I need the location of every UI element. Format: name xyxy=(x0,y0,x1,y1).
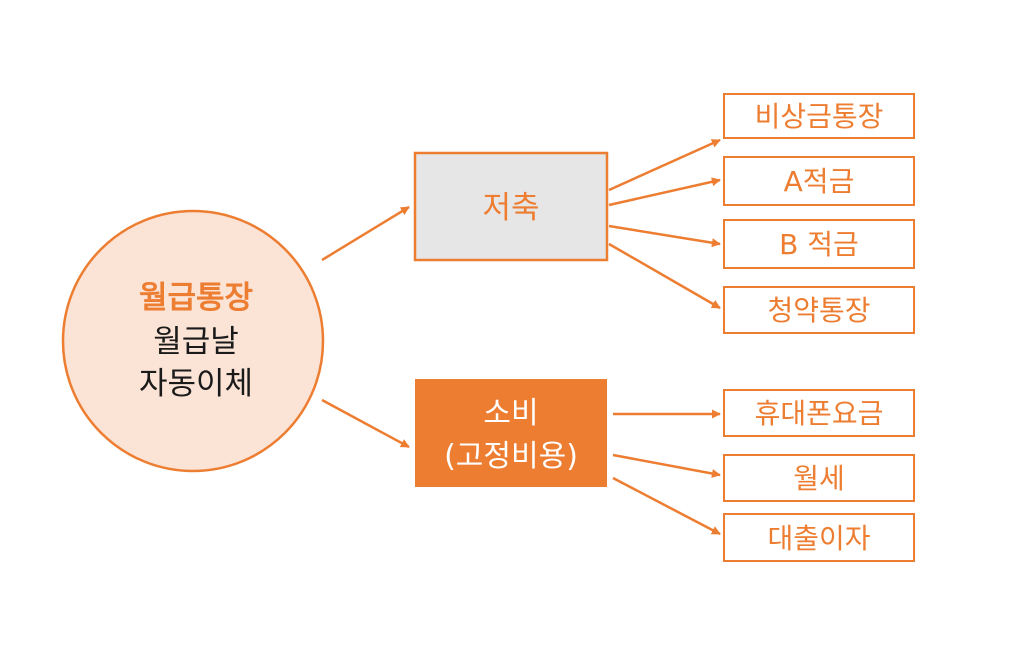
spending-item-label: 월세 xyxy=(793,462,845,495)
savings-item-label: B 적금 xyxy=(779,228,859,261)
salary-account-circle xyxy=(61,209,325,473)
savings-item-box xyxy=(723,219,915,269)
auto-transfer-label: 자동이체 xyxy=(139,366,253,402)
spending-item-box xyxy=(723,454,915,502)
savings-box xyxy=(413,151,609,262)
arrow-root-to-spending xyxy=(321,398,410,449)
spending-item-phone: 휴대폰요금 xyxy=(723,389,915,437)
arrow-savings-to-subscription xyxy=(608,242,721,310)
arrow-savings-to-b xyxy=(608,224,721,248)
savings-item-box xyxy=(723,286,915,334)
savings-item-label: 비상금통장 xyxy=(755,100,884,133)
savings-item-label: 청약통장 xyxy=(767,294,870,327)
arrow-spending-to-rent xyxy=(612,453,721,478)
payday-label: 월급날 xyxy=(153,324,239,360)
arrow-spending-to-loan xyxy=(612,476,721,536)
spending-label: 소비 xyxy=(483,396,538,431)
spending-item-rent: 월세 xyxy=(723,454,915,502)
arrow-root-to-savings xyxy=(321,205,410,262)
spending-box xyxy=(415,379,607,487)
savings-label: 저축 xyxy=(482,190,539,226)
arrow-savings-to-emergency xyxy=(608,138,721,192)
spending-item-label: 휴대폰요금 xyxy=(755,397,884,430)
savings-item-subscription: 청약통장 xyxy=(723,286,915,334)
salary-account-node: 월급통장 월급날 자동이체 xyxy=(61,209,325,473)
savings-item-emergency: 비상금통장 xyxy=(723,93,915,139)
spending-item-label: 대출이자 xyxy=(767,522,870,555)
savings-item-label: A적금 xyxy=(784,165,855,198)
spending-node: 소비 (고정비용) xyxy=(415,379,607,487)
spending-item-loan: 대출이자 xyxy=(723,513,915,562)
savings-item-a: A적금 xyxy=(723,156,915,206)
fixed-cost-label: (고정비용) xyxy=(444,439,578,474)
arrow-savings-to-a xyxy=(608,177,721,207)
savings-item-box xyxy=(723,93,915,139)
savings-item-b: B 적금 xyxy=(723,219,915,269)
spending-item-box xyxy=(723,389,915,437)
savings-node: 저축 xyxy=(413,151,609,262)
spending-item-box xyxy=(723,513,915,562)
salary-account-title: 월급통장 xyxy=(139,280,253,316)
savings-item-box xyxy=(723,156,915,206)
